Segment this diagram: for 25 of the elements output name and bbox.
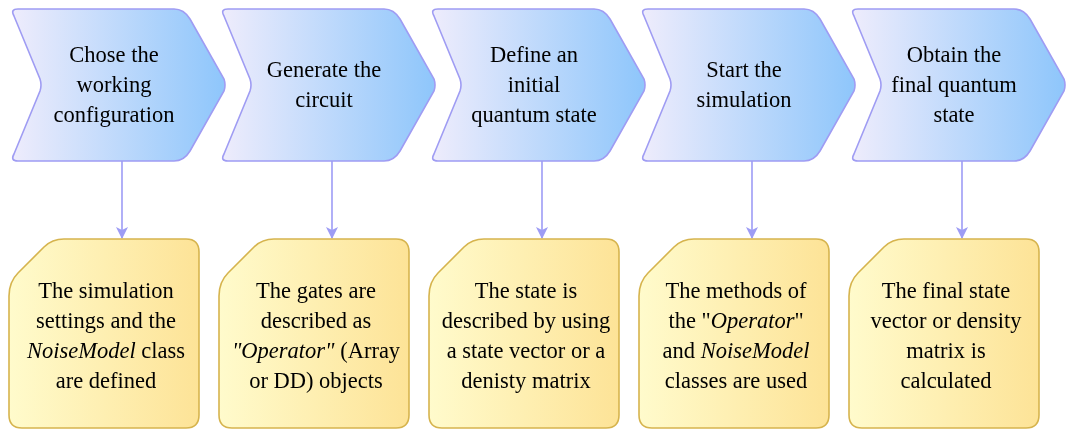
note-text: The final state vector or density matrix is calculated: [869, 276, 1023, 395]
note-card: [428, 238, 620, 429]
process-step: [642, 8, 856, 162]
process-step: [852, 8, 1066, 162]
note-card: [218, 238, 410, 429]
note-text: The gates are described as "Operator" (Array or DD) objects: [230, 276, 402, 395]
step-label: Obtain the final quantum state: [890, 41, 1018, 129]
arrow: [956, 160, 968, 239]
note-text: The state is described by using a state vector or a denisty matrix: [440, 276, 612, 395]
arrow: [746, 160, 758, 239]
step-label: Generate the circuit: [265, 56, 383, 114]
process-step: [12, 8, 226, 162]
arrow: [326, 160, 338, 239]
note-card: [8, 238, 200, 429]
step-label: Define an initial quantum state: [470, 41, 598, 129]
note-card: [848, 238, 1040, 429]
note-text: The simulation settings and the NoiseModel class are defined: [25, 276, 187, 395]
step-label: Chose the working configuration: [52, 41, 176, 129]
arrow: [536, 160, 548, 239]
note-text: The methods of the "Operator" and NoiseModel classes are used: [661, 276, 811, 395]
process-step: [432, 8, 646, 162]
arrow: [116, 160, 128, 239]
note-card: [638, 238, 830, 429]
process-step: [222, 8, 436, 162]
step-label: Start the simulation: [695, 56, 793, 114]
